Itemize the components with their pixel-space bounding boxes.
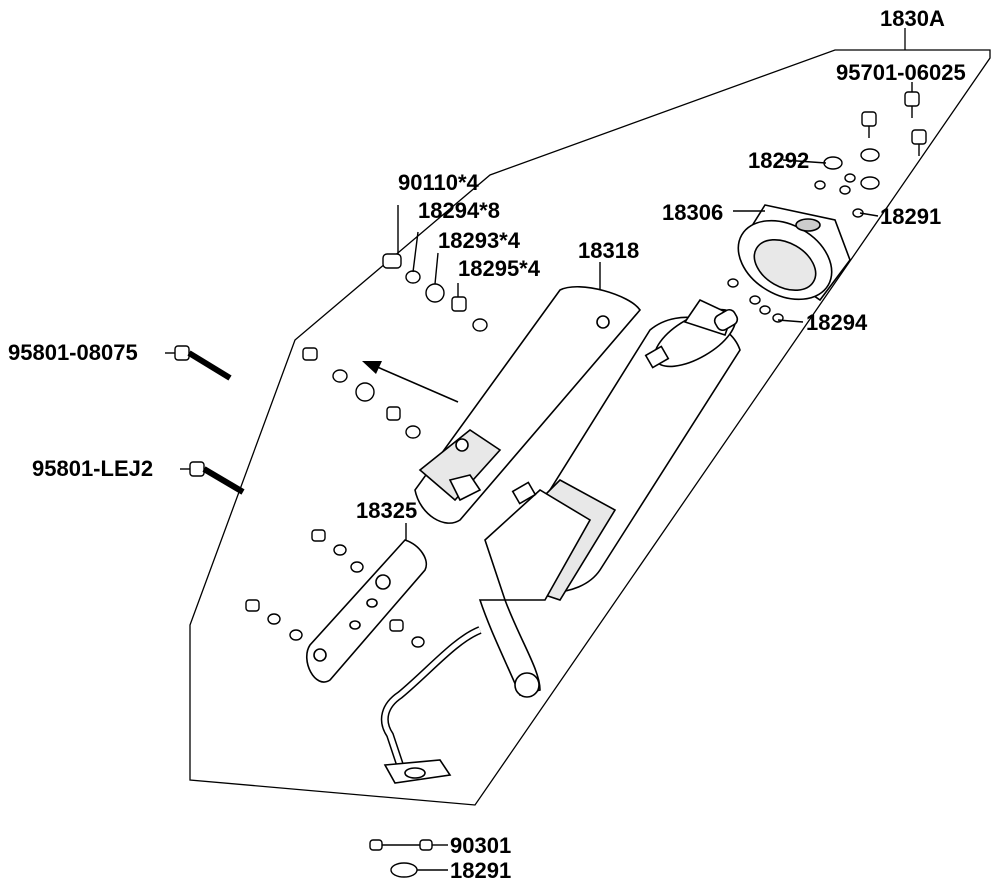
small-hardware: [174, 91, 927, 878]
bolt-lower-c: [389, 619, 404, 632]
label-18295x4: 18295*4: [458, 256, 540, 281]
label-18306: 18306: [662, 200, 724, 225]
washer-lower-a: [333, 544, 347, 556]
label-18325: 18325: [356, 498, 418, 523]
collar-18295-left: [386, 406, 401, 421]
long-bolt-95801-lej2: [189, 461, 245, 495]
label-18294: 18294: [806, 310, 868, 335]
bolt-95701-a: [904, 91, 920, 118]
washer-18292-a: [823, 156, 843, 170]
washer-18294-top: [405, 270, 421, 284]
collar-18295-top: [451, 296, 467, 312]
bolt-90110: [382, 253, 402, 269]
bolt-90110-left: [302, 347, 318, 361]
direction-arrow: [362, 361, 459, 403]
washer-18292-c: [860, 176, 880, 190]
label-18291-top: 18291: [880, 204, 942, 229]
washer-18294-top-b: [472, 318, 488, 332]
leader-lines: [165, 82, 913, 871]
bolt-95701-c: [911, 129, 927, 156]
bolt-lower-a: [311, 529, 326, 542]
washer-lower-b: [350, 561, 364, 573]
heat-shield-18318: [414, 286, 642, 524]
end-cap-18306: [737, 204, 851, 302]
grommet-18293-top: [425, 283, 445, 303]
grommet-18293-left: [355, 382, 375, 402]
bolt-95701-b: [861, 111, 877, 138]
bolt-90301-b: [419, 839, 433, 851]
washer-18294-a: [727, 278, 739, 288]
washer-18291-a: [814, 180, 826, 190]
long-bolt-95801-08075: [174, 345, 232, 381]
muffler-body: [380, 298, 741, 784]
washer-lower-c: [267, 613, 281, 625]
washer-18292-b: [860, 148, 880, 162]
assembly-boundary: [189, 49, 991, 806]
washer-18291-b: [839, 185, 851, 195]
label-95801-08075: 95801-08075: [8, 340, 138, 365]
washer-18294-left: [332, 369, 348, 383]
label-90110x4: 90110*4: [398, 170, 479, 195]
washer-18294-c: [759, 305, 771, 315]
assembly-label: 1830A: [880, 6, 945, 31]
label-18292: 18292: [748, 148, 810, 173]
label-90301: 90301: [450, 833, 512, 858]
gasket-18291-bottom: [390, 862, 418, 878]
heat-shield-18325: [305, 539, 427, 683]
label-18293x4: 18293*4: [438, 228, 520, 253]
label-95801-lej2: 95801-LEJ2: [32, 456, 154, 481]
washer-18294-b: [749, 295, 761, 305]
label-95701-06025: 95701-06025: [836, 60, 966, 85]
label-18318: 18318: [578, 238, 640, 263]
bolt-lower-b: [245, 599, 260, 612]
label-18294x8: 18294*8: [418, 198, 500, 223]
label-18291-bottom: 18291: [450, 858, 512, 883]
washer-18291-c: [844, 173, 856, 183]
washer-lower-d: [289, 629, 303, 641]
washer-18294-left-b: [405, 425, 421, 439]
bolt-90301-a: [369, 839, 383, 851]
washer-lower-e: [411, 636, 425, 648]
